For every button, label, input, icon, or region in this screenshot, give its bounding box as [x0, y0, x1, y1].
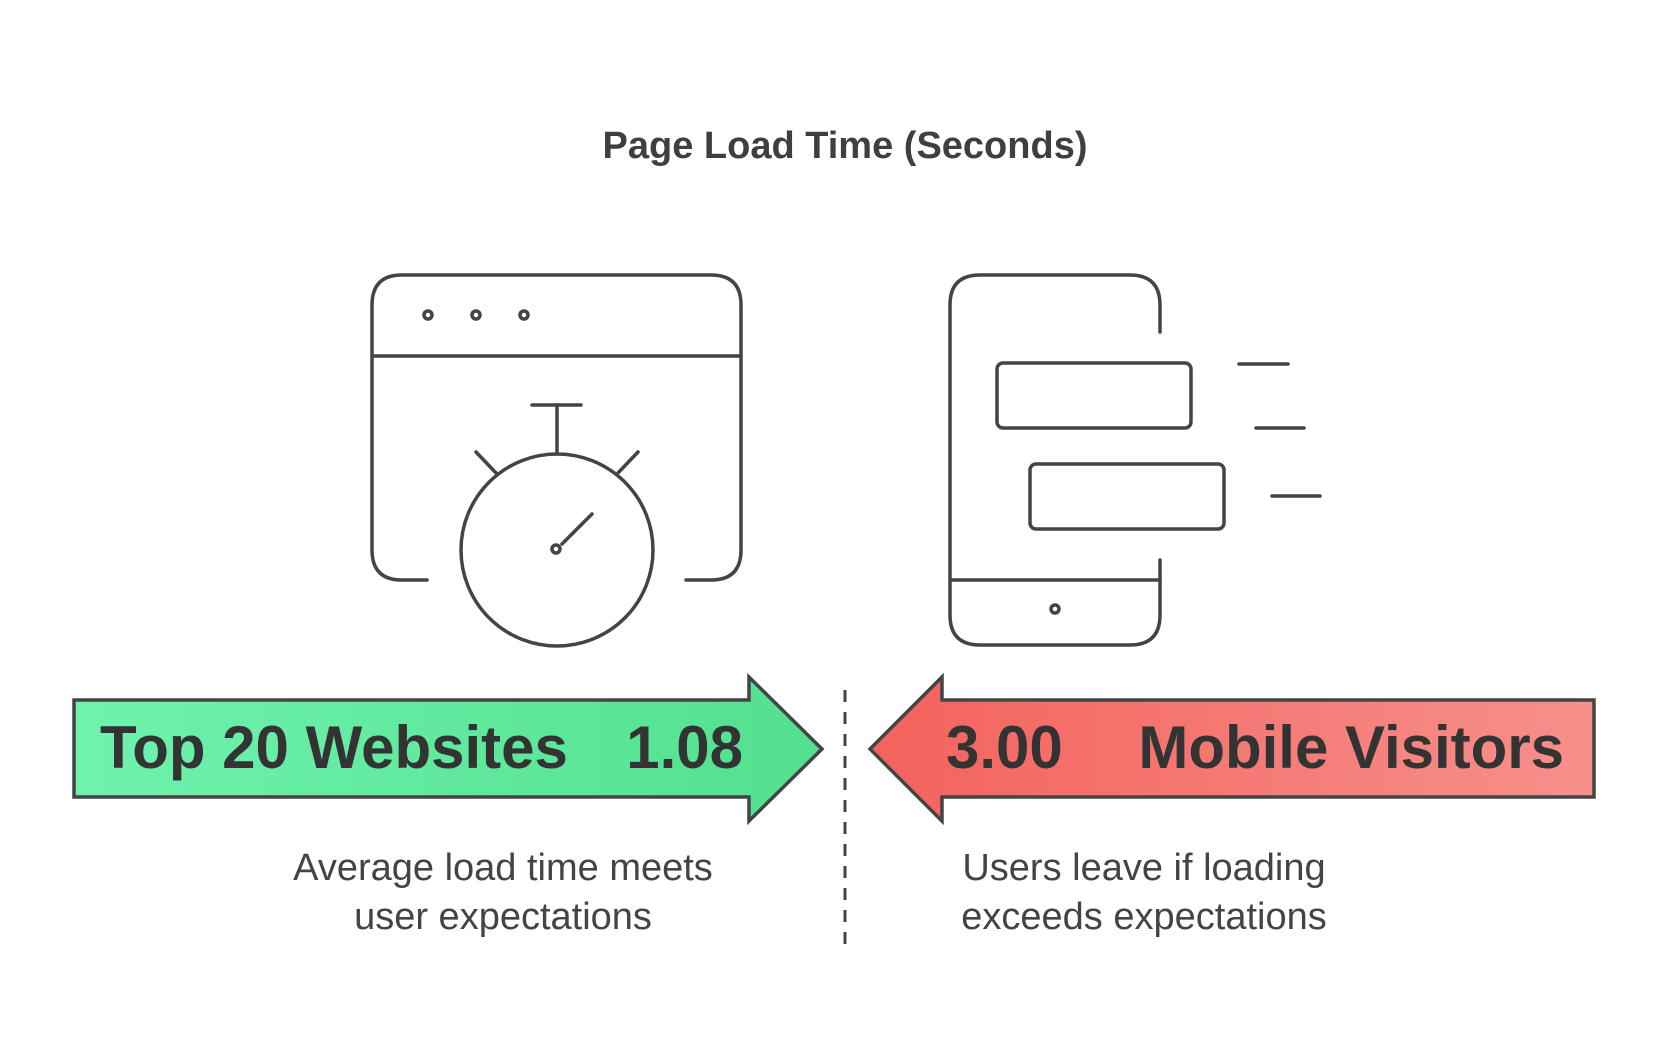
left-arrow-label: Top 20 Websites [100, 714, 568, 781]
mobile-phone-icon [948, 273, 1322, 647]
message-bubble-1 [995, 361, 1193, 430]
stopwatch-hand [560, 512, 594, 546]
right-arrow-label: Mobile Visitors [1138, 714, 1564, 781]
left-caption-line-1: Average load time meets [293, 847, 713, 889]
left-arrow-shape [72, 672, 825, 826]
right-caption-line-2: exceeds expectations [961, 896, 1326, 938]
browser-stopwatch-icon [370, 273, 743, 648]
stopwatch-right-pin [615, 450, 640, 476]
browser-window-outline [370, 273, 743, 582]
stopwatch-left-pin [474, 450, 499, 476]
right-arrow-shape [867, 672, 1596, 826]
phone-outline-upper [948, 273, 1162, 647]
browser-dot-3 [518, 309, 530, 321]
stopwatch-face [459, 452, 655, 648]
right-caption-line-1: Users leave if loading [962, 847, 1325, 889]
page-title: Page Load Time (Seconds) [603, 125, 1088, 167]
right-arrow-value: 3.00 [946, 714, 1063, 781]
browser-dot-2 [470, 309, 482, 321]
phone-home-button [1049, 603, 1061, 615]
browser-dot-1 [422, 309, 434, 321]
left-arrow-value: 1.08 [626, 714, 743, 781]
left-caption-line-2: user expectations [354, 896, 652, 938]
stopwatch-center [550, 543, 562, 555]
message-bubble-2 [1028, 462, 1226, 531]
